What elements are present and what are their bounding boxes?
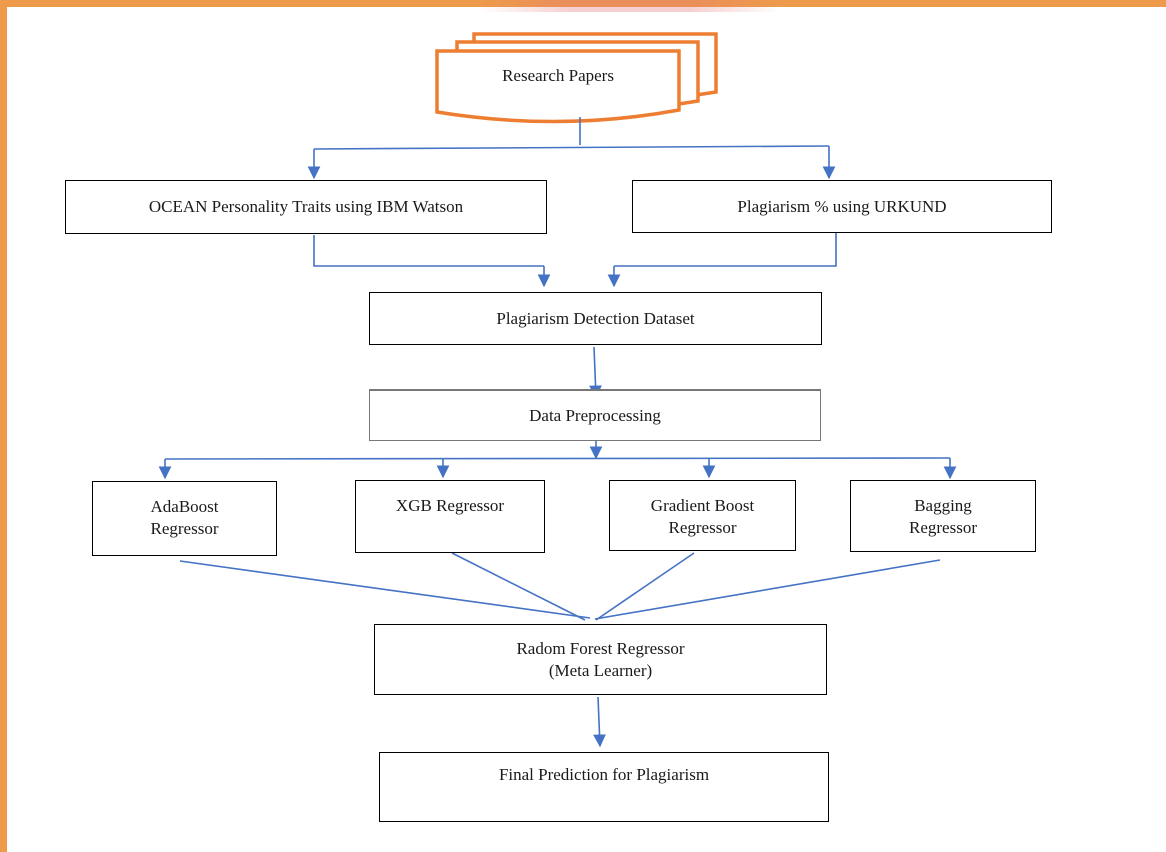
document-stack-icon (435, 32, 718, 124)
model-gradient-boost-box: Gradient Boost Regressor (609, 480, 796, 551)
connector-features-bus (313, 145, 830, 150)
arrow-dataset-to-preprocessing (589, 346, 602, 399)
ocean-traits-box: OCEAN Personality Traits using IBM Watso… (65, 180, 547, 234)
model-adaboost-box: AdaBoost Regressor (92, 481, 277, 556)
page-frame-top (0, 0, 1166, 7)
preprocessing-box: Data Preprocessing (369, 389, 821, 441)
arrow-meta-to-final (593, 696, 606, 748)
connector-gradient-to-meta (595, 552, 695, 621)
connector-plagiarism-to-dataset (614, 232, 837, 267)
research-papers-label: Research Papers (502, 66, 614, 85)
plagiarism-percent-box: Plagiarism % using URKUND (632, 180, 1052, 233)
meta-learner-box: Radom Forest Regressor (Meta Learner) (374, 624, 827, 695)
connector-adaboost-to-meta (179, 560, 591, 619)
connector-models-bus (164, 457, 951, 460)
model-bagging-box: Bagging Regressor (850, 480, 1036, 552)
connector-ocean-to-dataset (313, 235, 544, 267)
document-sheet-front (435, 49, 681, 124)
connector-xgb-to-meta (451, 552, 586, 621)
final-prediction-box: Final Prediction for Plagiarism (379, 752, 829, 822)
page-frame-left (0, 0, 7, 852)
model-xgb-box: XGB Regressor (355, 480, 545, 553)
dataset-box: Plagiarism Detection Dataset (369, 292, 822, 345)
connector-bagging-to-meta (594, 559, 941, 620)
